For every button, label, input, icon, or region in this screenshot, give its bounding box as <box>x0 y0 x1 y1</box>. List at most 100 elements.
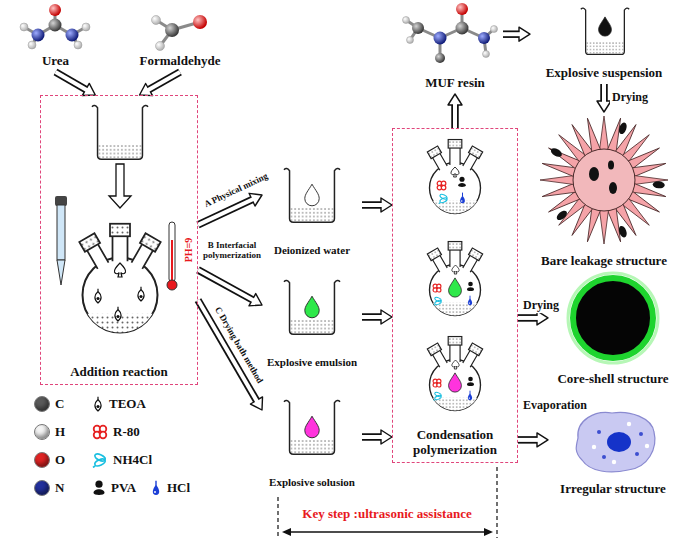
muf-molecule <box>483 51 490 58</box>
irregular-particle <box>597 430 643 459</box>
suspension-beaker <box>581 8 629 54</box>
legend-item: O <box>34 452 65 468</box>
node-label: Explosive suspension <box>546 66 663 81</box>
beaker-node: Explosive solusion <box>262 392 362 492</box>
arrow-head <box>381 430 392 444</box>
condensation-flasks <box>433 379 441 387</box>
node-label: Irregular structure <box>560 482 666 497</box>
legend-symbol-shape <box>95 397 101 411</box>
addition-apparatus <box>92 106 148 160</box>
legend-label: R-80 <box>113 425 140 439</box>
ultrasonic-bracket <box>288 531 487 533</box>
muf-molecule <box>434 32 447 45</box>
condensation-flasks <box>451 167 459 177</box>
urea-molecule <box>20 23 28 31</box>
molecule-node: Formaldehyde <box>118 2 242 72</box>
condensation-flasks <box>458 177 466 187</box>
addition-apparatus <box>95 289 101 303</box>
urea-molecule <box>66 29 79 42</box>
arrow-shaft-inner <box>198 270 254 301</box>
arrow-shaft-inner <box>518 316 539 320</box>
urea-molecule <box>49 19 62 32</box>
irregular-particle <box>607 432 631 452</box>
beakers <box>305 184 319 206</box>
node-label: Addition reaction <box>70 365 168 380</box>
beakers <box>284 401 340 455</box>
addition-apparatus <box>138 287 144 301</box>
process-arrow <box>503 27 530 41</box>
condensation-flasks <box>452 360 459 369</box>
addition-apparatus <box>115 307 121 321</box>
muf-molecule <box>412 22 424 34</box>
legend-label: H <box>55 425 65 439</box>
formaldehyde-molecule <box>165 23 179 37</box>
ph-label: PH=9 <box>183 238 194 263</box>
addition-apparatus <box>171 240 173 282</box>
irregular-particle <box>635 452 639 456</box>
bare-leakage-particle <box>608 161 614 170</box>
condensation-flasks <box>434 391 442 400</box>
condensation-flasks <box>427 337 482 411</box>
bare-leakage-particle <box>617 225 628 239</box>
condensation-flasks <box>427 242 482 316</box>
atom-swatch <box>34 396 50 412</box>
beaker-node: Deionized water <box>262 160 362 260</box>
arrow-shaft-inner <box>362 203 383 207</box>
process-arrow <box>56 72 96 96</box>
node-label: Condensation polymerization <box>395 428 515 458</box>
bare-leakage-particle <box>573 149 635 211</box>
condensation-flasks <box>433 284 441 292</box>
legend-symbol <box>92 480 106 496</box>
legend-label: PVA <box>111 481 136 495</box>
formaldehyde-molecule <box>152 16 161 25</box>
bare-leakage-particle <box>549 146 563 158</box>
core-shell-particle <box>573 278 653 358</box>
arrow-shaft-inner <box>56 72 88 90</box>
legend-item: PVA <box>92 480 136 496</box>
legend-item: N <box>34 480 64 496</box>
arrow-head <box>537 433 548 447</box>
suspension-beaker <box>581 8 629 54</box>
condensation-flasks <box>439 193 448 203</box>
bare-leakage-particle <box>653 181 666 189</box>
formaldehyde-molecule <box>152 15 208 51</box>
legend-label: HCl <box>167 481 190 495</box>
beakers <box>284 169 340 455</box>
node-label: Urea <box>42 54 69 69</box>
irregular-particle <box>592 422 649 464</box>
node-label: Bare leakage structure <box>541 254 667 269</box>
node-label: Explosive emulsion <box>267 356 357 369</box>
legend-symbol <box>92 396 104 412</box>
legend-symbol-shape <box>94 481 105 495</box>
bare-leakage-particle <box>583 117 600 152</box>
suspension-beaker <box>599 17 612 36</box>
irregular-particle <box>612 460 616 464</box>
urea-molecule <box>28 41 36 49</box>
ultrasonic-bracket <box>277 497 278 538</box>
process-arrow <box>198 270 262 306</box>
irregular-particle <box>597 430 601 434</box>
node-label: MUF resin <box>425 76 485 91</box>
condensation-flasks <box>449 278 462 297</box>
arrow-head <box>537 311 548 325</box>
muf-molecule <box>491 26 498 33</box>
process-arrow <box>518 433 548 447</box>
legend-symbol <box>92 424 108 440</box>
atom-swatch <box>34 480 50 496</box>
ultrasonic-bracket <box>484 528 493 536</box>
condensation-flasks <box>427 140 482 214</box>
urea-molecule <box>74 41 82 49</box>
bare-leakage-particle <box>555 209 569 222</box>
key-step-note: Key step :ultrasonic assistance <box>302 507 471 521</box>
arrow-head <box>381 198 392 212</box>
core-shell-particle <box>568 273 658 363</box>
addition-apparatus <box>167 280 177 290</box>
beaker-node: Explosive suspension <box>530 2 678 84</box>
irregular-particle <box>576 412 655 471</box>
node-label: Deionized water <box>274 244 350 257</box>
legend-symbol <box>92 452 108 468</box>
muf-molecule <box>403 17 410 24</box>
urea-molecule <box>20 4 90 49</box>
irregular-particle <box>627 422 631 426</box>
